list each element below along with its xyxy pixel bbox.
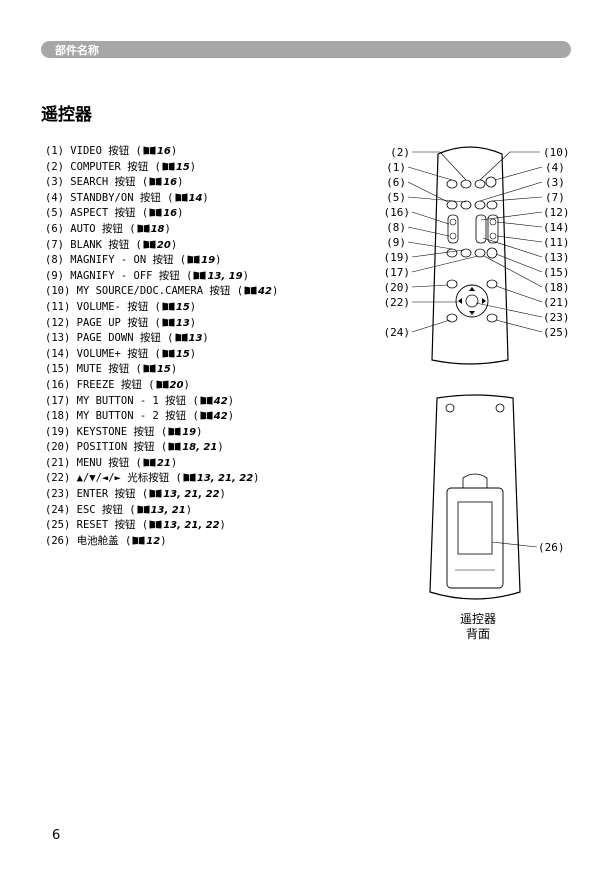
parts-list: (1) VIDEO 按钮 (16) (2) COMPUTER 按钮 (15) (… [45,144,385,549]
list-item: (4) STANDBY/ON 按钮 (14) [45,191,209,204]
book-icon [149,177,162,186]
book-icon [162,302,175,311]
list-item: (10) MY SOURCE/DOC.CAMERA 按钮 (42) [45,285,279,298]
callout-label: (20) [384,281,411,294]
remote-back-diagram: (26) [429,394,565,600]
callout-label: (19) [384,251,411,264]
book-icon [132,536,145,545]
back-caption: 遥控器 背面 [459,612,496,641]
list-item: (16) FREEZE 按钮 (20) [45,378,190,391]
book-icon [143,364,156,373]
list-item: (5) ASPECT 按钮 (16) [45,207,184,220]
book-icon [175,333,187,342]
list-item: (9) MAGNIFY - OFF 按钮 (13, 19) [45,269,249,282]
callout-label: (1) [386,161,406,174]
list-item: (20) POSITION 按钮 (18, 21) [45,441,224,454]
list-item: (23) ENTER 按钮 (13, 21, 22) [45,488,226,501]
remote-front-diagram: (2) (1) (6) (5) (16) (8) (9) (19) (17) (… [384,146,570,365]
section-header-bar: 部件名称 [41,41,571,58]
callout-label: (7) [545,191,565,204]
callout-label: (17) [384,266,411,279]
callout-label: (10) [543,146,570,159]
book-icon [168,442,181,451]
list-item: (11) VOLUME- 按钮 (15) [45,300,197,313]
list-item: (21) MENU 按钮 (21) [45,456,178,469]
book-icon [149,489,162,498]
callout-label: (12) [543,206,570,219]
callout-label: (2) [390,146,410,159]
page-number: 6 [52,828,61,843]
book-icon [143,240,156,249]
list-item: (12) PAGE UP 按钮 (13) [45,316,197,329]
callout-label: (3) [545,176,565,189]
list-item: (7) BLANK 按钮 (20) [45,238,178,251]
book-icon [200,396,213,404]
book-icon [149,208,162,217]
list-item: (8) MAGNIFY - ON 按钮 (19) [45,254,222,267]
callout-label: (24) [384,326,411,339]
callout-label: (4) [545,161,565,174]
book-icon [168,427,181,436]
book-icon [183,473,196,482]
list-item: (24) ESC 按钮 (13, 21) [45,503,193,516]
list-item: (1) VIDEO 按钮 (16) [45,145,178,157]
callout-label: (16) [384,206,411,219]
book-icon [143,146,156,155]
list-item: (15) MUTE 按钮 (15) [45,363,178,376]
list-item: (2) COMPUTER 按钮 (15) [45,160,197,173]
callout-label: (14) [543,221,570,234]
book-icon [175,193,187,202]
callout-label: (21) [543,296,570,309]
list-item: (6) AUTO 按钮 (18) [45,222,171,235]
book-icon [200,411,213,420]
list-item: (13) PAGE DOWN 按钮 (13) [45,332,209,345]
book-icon [162,162,175,171]
list-item: (3) SEARCH 按钮 (16) [45,176,184,189]
callout-label: (26) [538,541,565,554]
book-icon [149,520,162,529]
book-icon [162,318,175,327]
book-icon [193,271,206,280]
callout-label: (23) [543,311,570,324]
book-icon [244,286,257,295]
list-item: (18) MY BUTTON - 2 按钮 (42) [45,410,235,423]
callout-label: (25) [543,326,570,339]
book-icon [137,505,150,514]
callout-label: (5) [386,191,406,204]
callout-label: (22) [384,296,411,309]
header-title: 部件名称 [55,44,99,57]
callout-label: (15) [543,266,570,279]
list-item: (14) VOLUME+ 按钮 (15) [45,347,197,360]
list-item: (26) 电池舱盖 (12) [45,534,167,547]
callout-label: (11) [543,236,570,249]
book-icon [137,224,150,233]
book-icon [187,255,200,264]
callout-label: (6) [386,176,406,189]
list-item: (19) KEYSTONE 按钮 (19) [45,425,203,438]
callout-label: (8) [386,221,406,234]
callout-label: (13) [543,251,570,264]
list-item: (25) RESET 按钮 (13, 21, 22) [45,519,226,532]
book-icon [156,380,169,389]
section-title: 遥控器 [41,105,92,125]
list-item: (22) ▲/▼/◄/► 光标按钮 (13, 21, 22) [45,472,260,485]
callout-label: (18) [543,281,570,294]
callout-label: (9) [386,236,406,249]
book-icon [162,349,175,358]
list-item: (17) MY BUTTON - 1 按钮 (42) [45,394,235,407]
book-icon [143,458,156,467]
